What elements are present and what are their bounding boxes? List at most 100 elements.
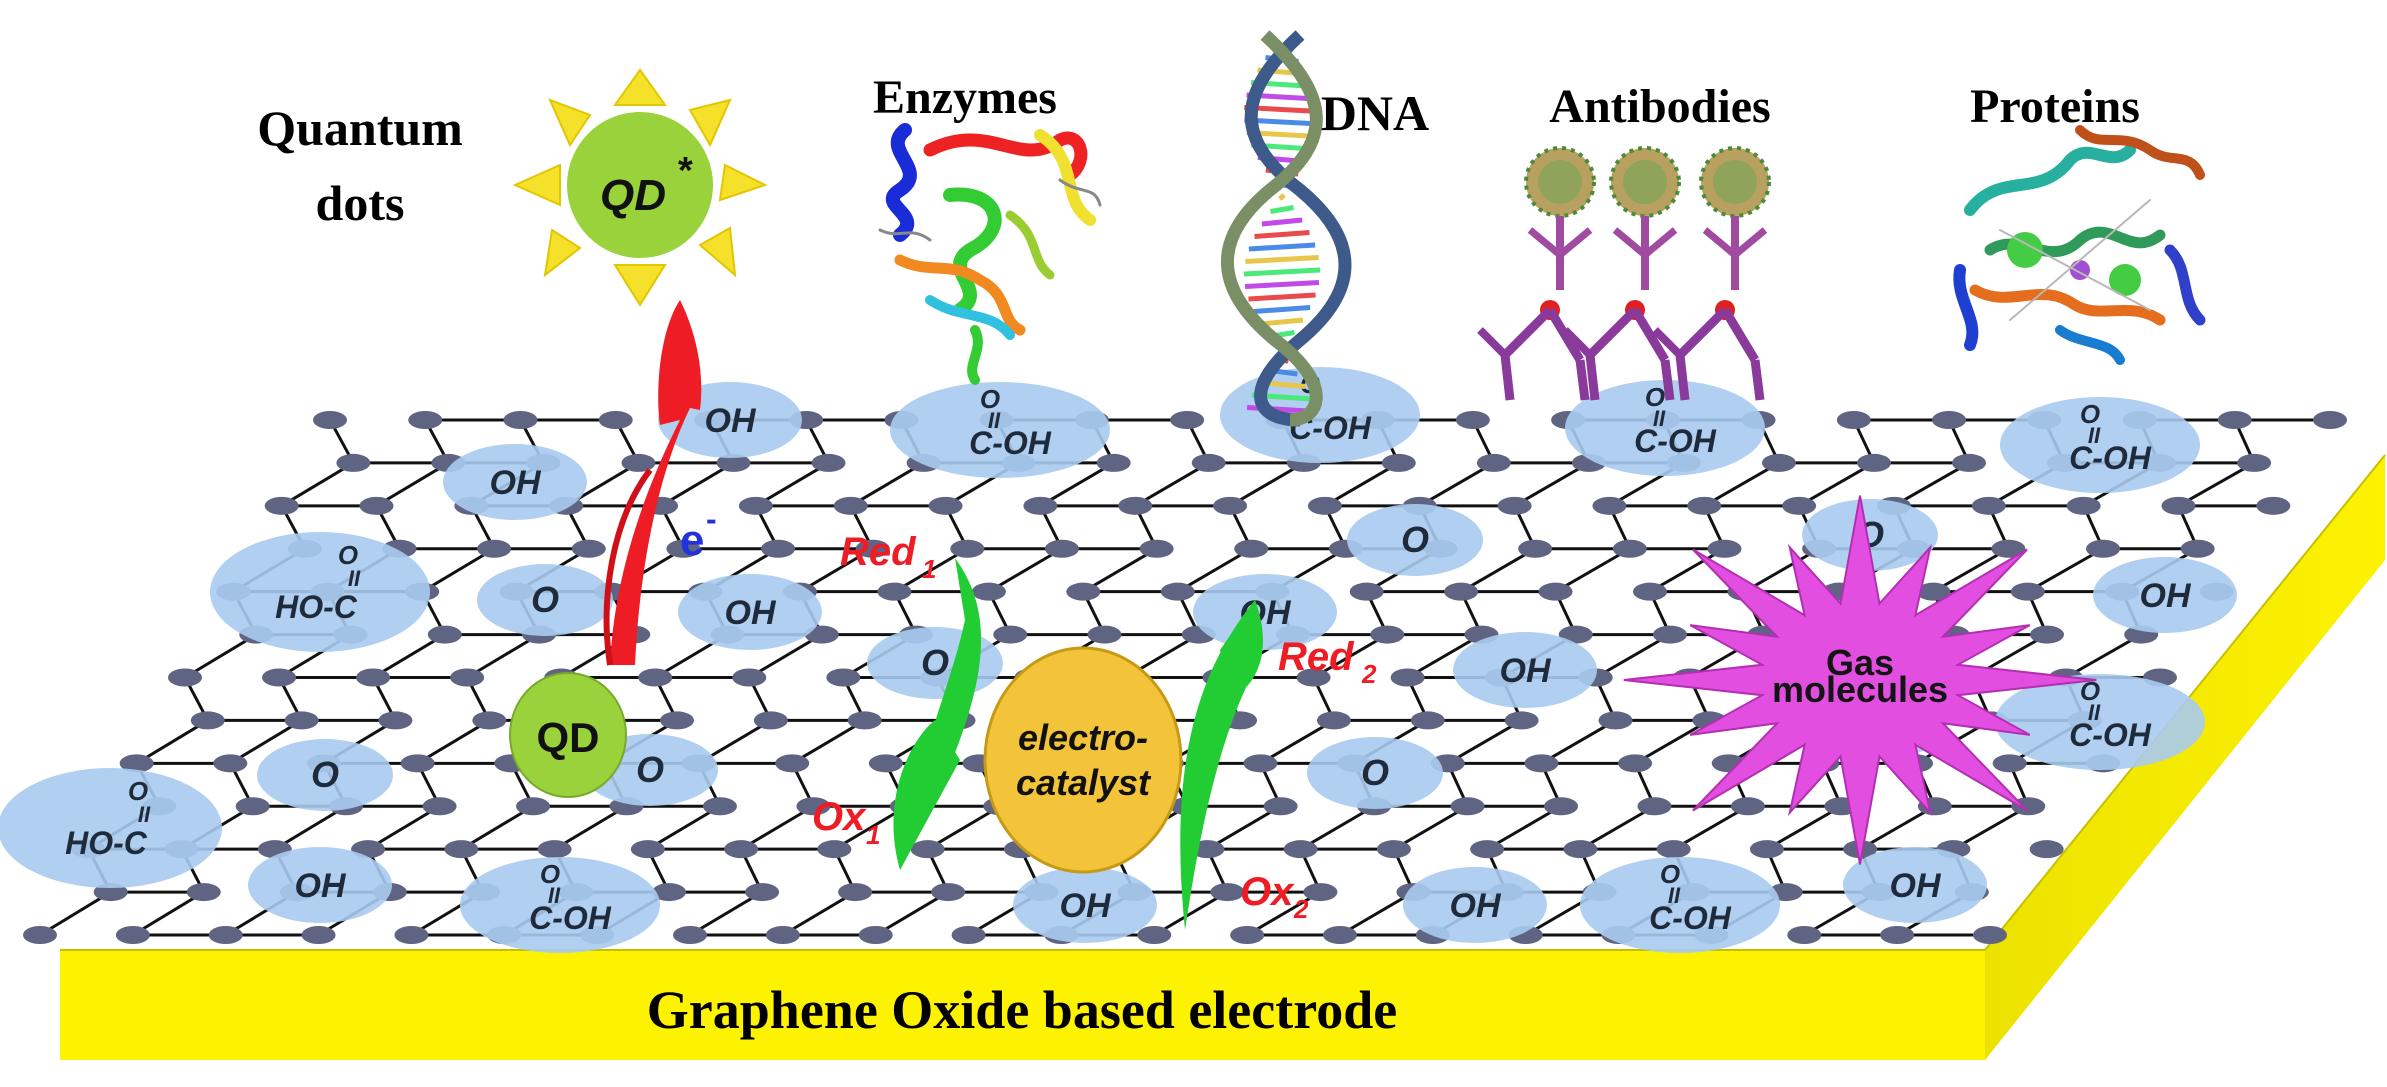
carbon-node — [1234, 539, 1269, 558]
redox-arrow-left — [893, 558, 982, 870]
carbon-node — [796, 797, 831, 816]
carbon-node — [1973, 926, 2007, 944]
hydroxyl-group-label: OH — [1890, 867, 1942, 905]
carbon-node — [1139, 539, 1174, 558]
carbon-node — [1470, 840, 1505, 859]
carbon-node — [1044, 539, 1079, 558]
ox1-subscript: 1 — [866, 820, 880, 850]
carbon-node — [301, 926, 336, 944]
carbon-node — [1303, 883, 1338, 902]
carbon-node — [638, 668, 673, 687]
double-bond-label: II — [1653, 406, 1666, 431]
carbon-node — [1563, 840, 1598, 859]
carbon-node — [1444, 582, 1479, 601]
epoxy-group-label: O — [1401, 519, 1429, 560]
carbon-node — [1066, 582, 1101, 601]
carbon-node — [1096, 453, 1131, 472]
carbon-node — [2180, 539, 2215, 558]
carbon-node — [1410, 711, 1445, 730]
carbon-node — [2256, 496, 2291, 515]
carbon-node — [190, 711, 225, 730]
carbonyl-oxygen-label: O — [2080, 676, 2100, 706]
carbon-node — [1118, 496, 1153, 515]
carbon-node — [838, 883, 873, 902]
carbon-node — [833, 496, 868, 515]
carbon-node — [1349, 582, 1384, 601]
carbon-node — [408, 411, 443, 429]
carboxyl-group-label: C-OH — [529, 900, 612, 936]
carbon-node — [1558, 625, 1593, 644]
electrode-base — [60, 454, 2386, 1060]
carbon-node — [394, 926, 429, 944]
hydroxyl-group-label: OH — [2140, 577, 2192, 615]
qd-label: QD — [537, 714, 600, 761]
epoxy-group-label: O — [531, 579, 559, 620]
hydroxyl-group-label: OH — [725, 594, 777, 632]
carbon-node — [1916, 582, 1951, 601]
dna-helix-icon — [1220, 30, 1352, 427]
carbonyl-oxygen-label: O — [980, 384, 1000, 414]
red2-label: Red — [1278, 635, 1355, 679]
carbon-node — [745, 883, 780, 902]
double-bond-label: II — [348, 566, 361, 591]
carbon-node — [1612, 539, 1647, 558]
carbon-node — [1544, 797, 1579, 816]
carbon-node — [1932, 411, 1967, 429]
carbon-node — [598, 411, 633, 429]
carbon-node — [2217, 411, 2252, 429]
protein-structure-icon — [1953, 125, 2206, 365]
carbon-node — [359, 496, 394, 515]
carbon-node — [1730, 797, 1765, 816]
epoxy-group-label: O — [1361, 752, 1389, 793]
carbon-node — [264, 496, 299, 515]
electron-label: e — [680, 516, 704, 565]
epoxy-group-label: O — [921, 642, 949, 683]
carbon-node — [1170, 411, 1205, 429]
carbon-node — [775, 754, 810, 773]
electron-superscript: - — [706, 501, 717, 537]
carbon-node — [168, 668, 202, 687]
carbon-node — [1836, 411, 1871, 429]
hydroxyl-group-label: OH — [1450, 887, 1502, 925]
hydroxyl-group-label: OH — [490, 464, 542, 502]
carbonyl-oxygen-label: O — [1660, 859, 1680, 889]
carbon-node — [1598, 711, 1633, 730]
carbon-node — [1856, 453, 1891, 472]
hydroxyl-group-label: OH — [295, 867, 347, 905]
carbon-node — [2161, 496, 2196, 515]
carbon-node — [516, 797, 551, 816]
dna-label: DNA — [1321, 85, 1429, 141]
carbon-node — [444, 840, 479, 859]
carbon-node — [826, 668, 861, 687]
carbon-node — [847, 711, 882, 730]
carbon-node — [1210, 883, 1245, 902]
carbon-node — [571, 539, 606, 558]
double-bond-label: II — [2088, 700, 2101, 725]
carbon-node — [2029, 840, 2064, 859]
carboxyl-group-label: C-OH — [1634, 423, 1717, 459]
carbon-node — [652, 883, 687, 902]
quantum-dots-label-line1: Quantum — [257, 100, 463, 156]
red1-label: Red — [840, 530, 917, 574]
carbonyl-oxygen-label: O — [2080, 399, 2100, 429]
carbon-node — [1524, 754, 1559, 773]
carbon-node — [1518, 539, 1553, 558]
carbon-node — [971, 582, 1006, 601]
double-bond-label: II — [2088, 423, 2101, 448]
carbon-node — [765, 926, 800, 944]
carbon-node — [1376, 840, 1411, 859]
enzymes-label: Enzymes — [873, 71, 1057, 124]
carbon-node — [284, 711, 319, 730]
carbon-node — [477, 539, 512, 558]
carbon-node — [993, 625, 1028, 644]
proteins-label: Proteins — [1970, 80, 2140, 133]
carbon-node — [1243, 754, 1278, 773]
carbon-node — [1450, 797, 1485, 816]
carbon-node — [724, 840, 759, 859]
carbon-node — [1023, 496, 1058, 515]
carbon-node — [1307, 496, 1342, 515]
gas-label-line2: molecules — [1772, 669, 1948, 710]
carbon-node — [1087, 625, 1122, 644]
carbon-node — [716, 453, 751, 472]
carbon-node — [931, 883, 966, 902]
